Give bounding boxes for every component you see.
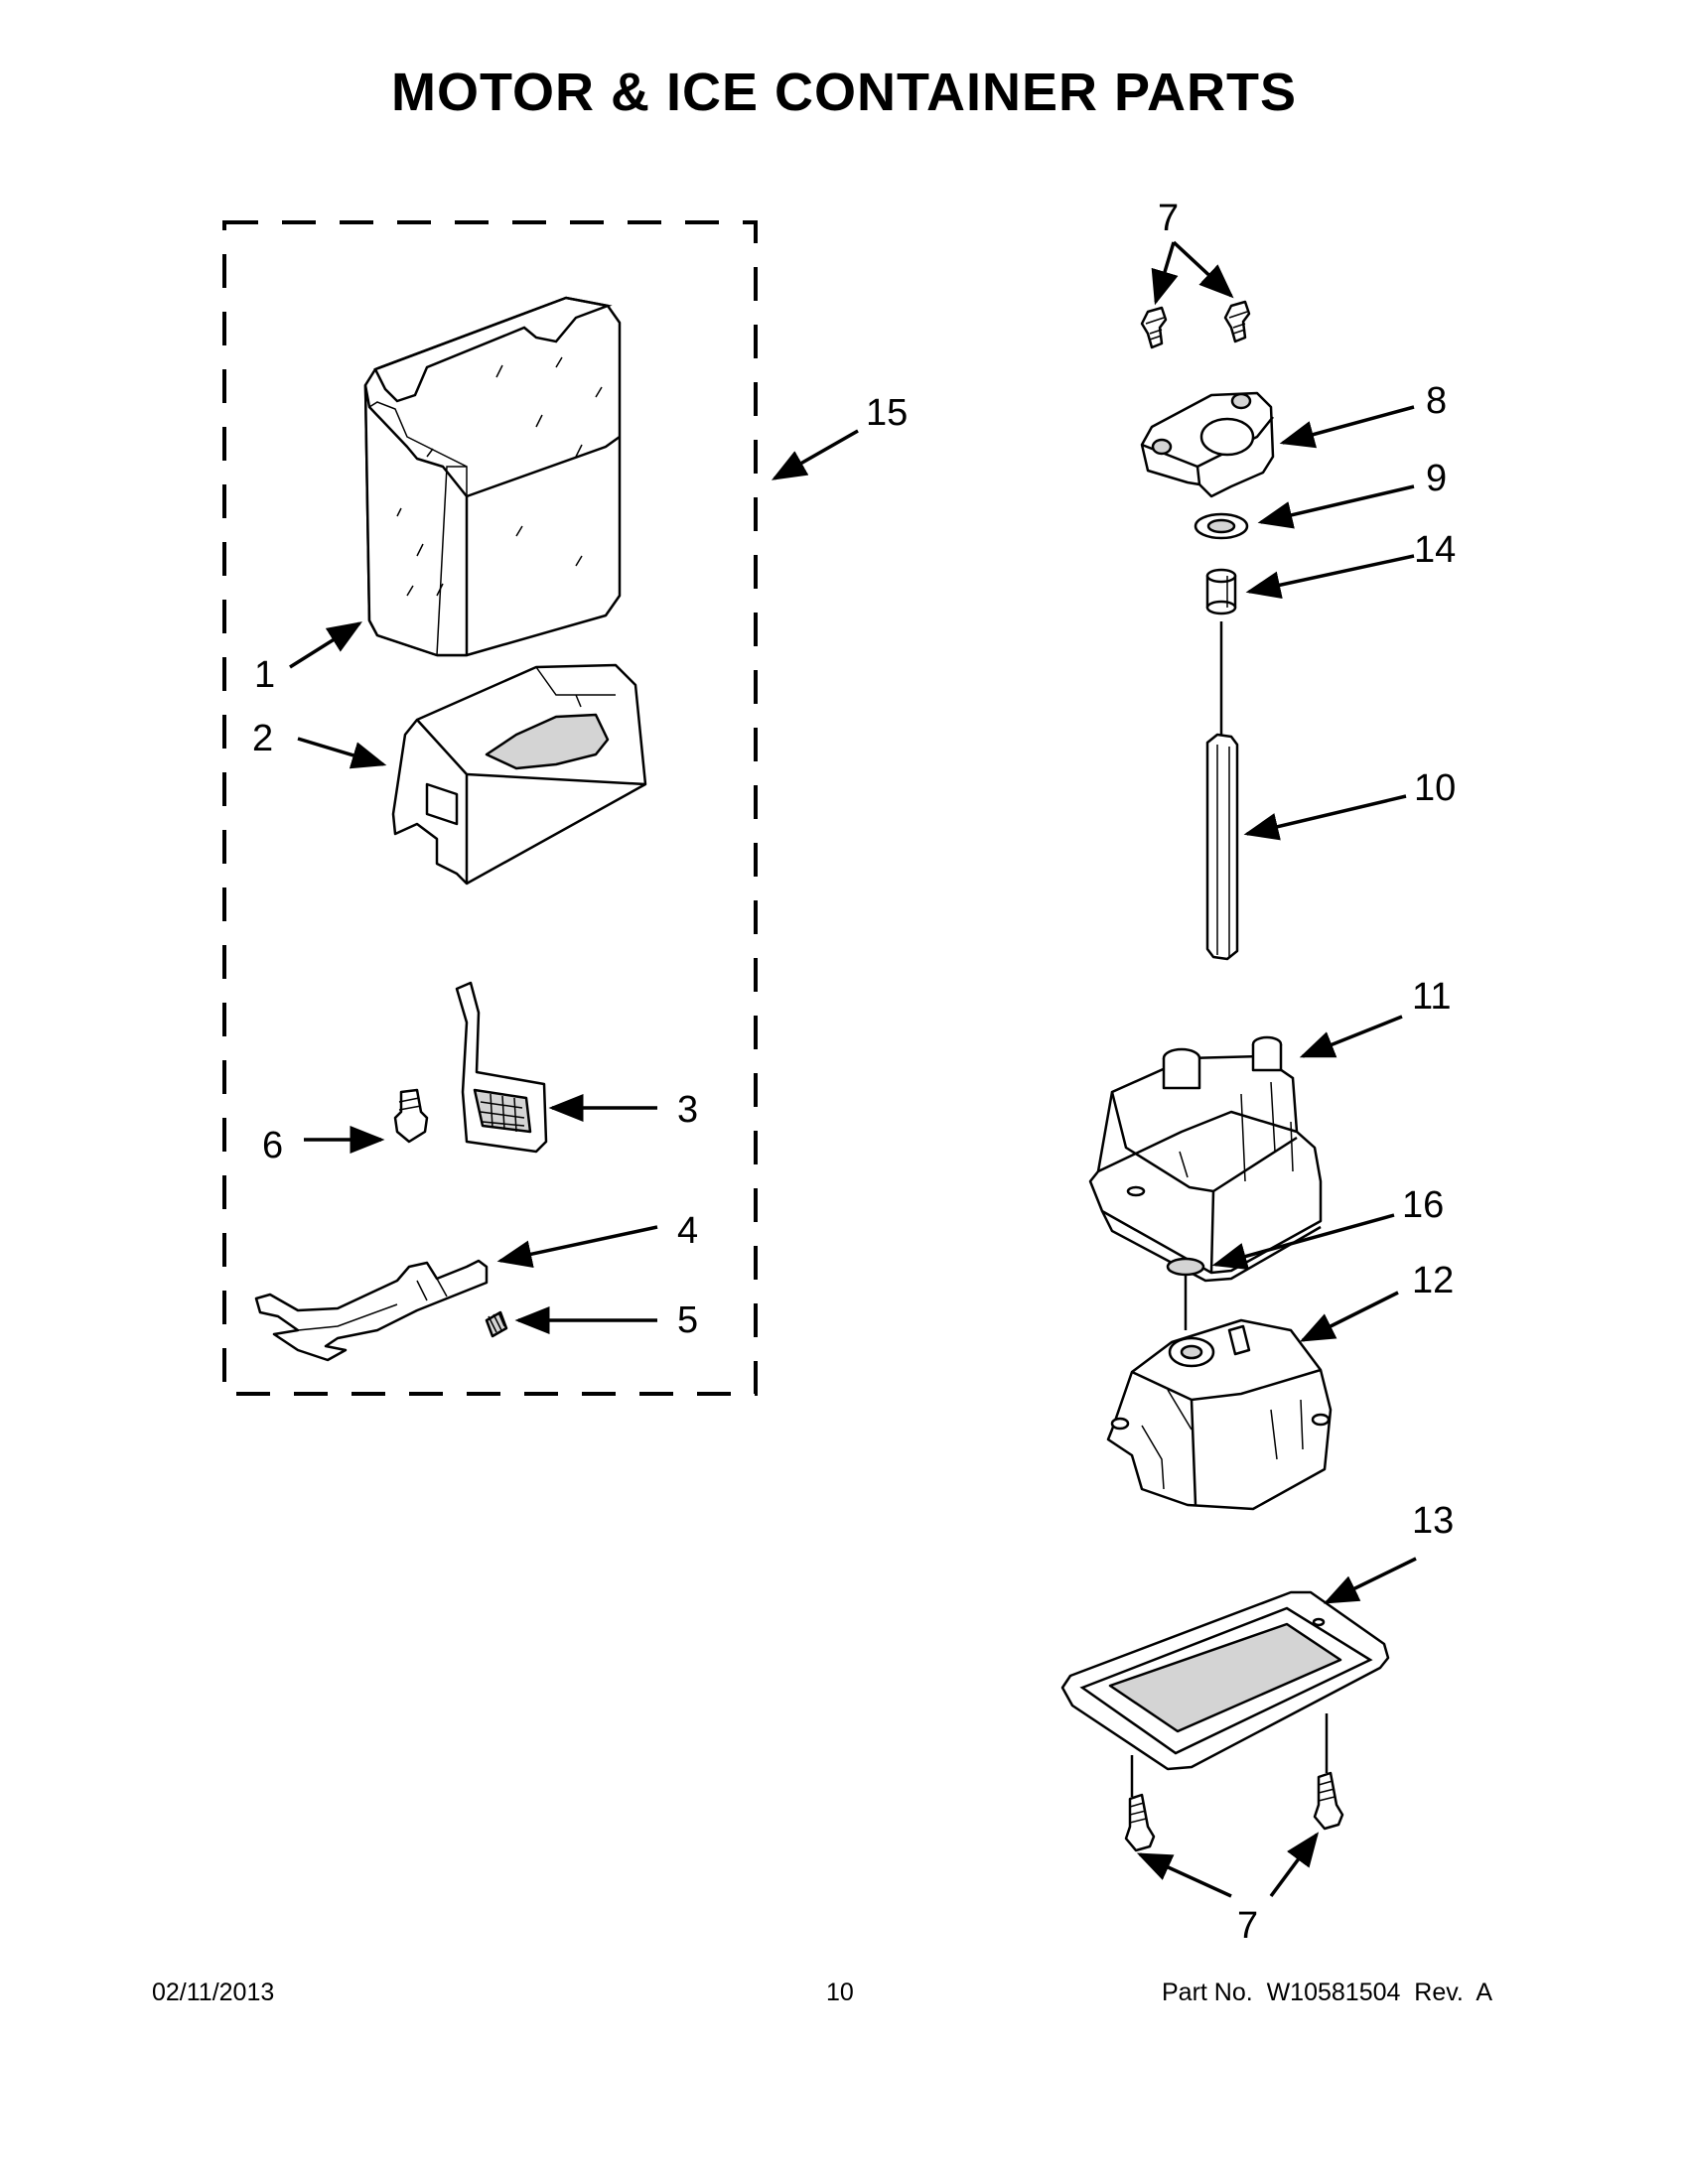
callout-2: 2 — [252, 718, 273, 759]
ice-level-door — [455, 981, 548, 1154]
page-title: MOTOR & ICE CONTAINER PARTS — [390, 63, 1297, 122]
callout-14: 14 — [1414, 529, 1456, 571]
callout-15: 15 — [866, 392, 908, 434]
mounting-plate — [1060, 1590, 1390, 1797]
callout-12: 12 — [1412, 1260, 1454, 1301]
footer-date: 02/11/2013 — [152, 1979, 275, 2006]
callout-7-bottom: 7 — [1237, 1905, 1258, 1947]
auger-motor — [1106, 1318, 1333, 1511]
screw-top-right — [1223, 300, 1251, 343]
callout-7-top: 7 — [1158, 198, 1179, 239]
callout-10: 10 — [1414, 767, 1456, 809]
callout-3: 3 — [677, 1089, 698, 1131]
washer — [1194, 512, 1249, 540]
actuator-lever — [254, 1259, 489, 1362]
callout-8: 8 — [1426, 380, 1447, 422]
callout-9: 9 — [1426, 458, 1447, 499]
screw-6 — [393, 1088, 429, 1144]
leader-arrows — [289, 240, 1417, 1898]
ice-container-bin — [363, 296, 622, 657]
footer-part-number: Part No. W10581504 Rev. A — [1162, 1979, 1493, 2006]
screw-top-left — [1140, 306, 1168, 349]
bin-base-tray — [391, 663, 647, 886]
callout-16: 16 — [1402, 1184, 1444, 1226]
bearing-bracket — [1140, 391, 1275, 498]
screw-bottom-right — [1313, 1771, 1344, 1831]
callout-5: 5 — [677, 1299, 698, 1341]
callout-4: 4 — [677, 1210, 698, 1252]
drive-shaft — [1205, 621, 1239, 961]
callout-11: 11 — [1412, 976, 1451, 1018]
assembly-boundary-box — [222, 220, 758, 1396]
callout-1: 1 — [254, 654, 275, 696]
footer-page-number: 10 — [826, 1979, 854, 2006]
gasket-disk — [1166, 1257, 1205, 1330]
callout-6: 6 — [262, 1125, 283, 1166]
callout-13: 13 — [1412, 1500, 1454, 1542]
screw-bottom-left — [1124, 1793, 1156, 1852]
bushing — [1205, 568, 1237, 615]
spring — [485, 1310, 508, 1338]
